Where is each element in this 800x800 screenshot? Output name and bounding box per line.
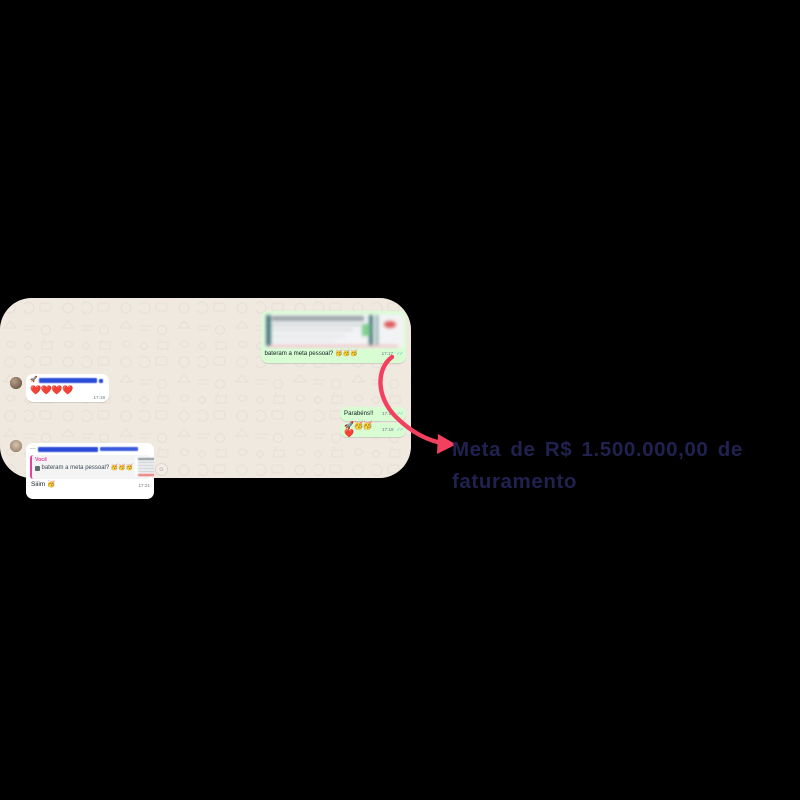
forwarded-dash: —: [30, 446, 36, 452]
reply-text-row: Siiim 🥳 17:21: [26, 479, 154, 491]
forwarded-sender-header: —: [26, 443, 154, 454]
avatar-contact-1: [10, 377, 22, 389]
message-timestamp: 17:18: [382, 427, 394, 433]
message-bubble-emoji[interactable]: 🚀🥳🥳❤️ 17:18 ✓✓: [340, 421, 406, 438]
redacted-sender-phone: [99, 447, 138, 452]
quoted-thumbnail: [135, 456, 154, 476]
message-bubble-forwarded-reply[interactable]: — Você bateram a meta pessoal? 🥳🥳🥳 Siiim…: [26, 443, 154, 499]
message-timestamp: 17:18: [93, 394, 106, 400]
attachment-image-blurred[interactable]: [263, 313, 404, 348]
message-timestamp: 17:21: [138, 483, 151, 489]
photo-icon: [35, 466, 40, 472]
read-receipt-icon: ✓✓: [396, 426, 404, 433]
redacted-text-row: 🚀: [30, 377, 105, 385]
quoted-message[interactable]: Você bateram a meta pessoal? 🥳🥳🥳: [30, 454, 154, 479]
message-text: Siiim 🥳: [31, 480, 56, 488]
redacted-name-bar: [39, 378, 98, 384]
read-receipt-icon: ✓✓: [396, 350, 403, 357]
read-receipt-icon: ✓✓: [396, 411, 404, 418]
message-text: Parabéns!!: [344, 410, 374, 418]
message-timestamp: 17:17: [381, 351, 394, 357]
quoted-text: bateram a meta pessoal? 🥳🥳🥳: [41, 464, 134, 471]
avatar-contact-2: [10, 440, 22, 452]
quoted-text-row: bateram a meta pessoal? 🥳🥳🥳: [35, 465, 133, 473]
message-bubble-hearts[interactable]: 🚀 ❤️❤️❤️❤️ 17:18: [26, 374, 109, 402]
reaction-button[interactable]: ☺: [155, 463, 168, 476]
message-timestamp: 17:18: [382, 411, 394, 417]
hearts-meta-row: 17:18: [30, 394, 106, 401]
annotation-text: Meta de R$ 1.500.000,00 de faturamento: [452, 438, 743, 493]
smiley-icon: ☺: [158, 466, 165, 473]
redacted-sender-name: [37, 446, 98, 452]
redacted-name-bar-tail: [99, 378, 104, 383]
quoted-author: Você: [35, 456, 48, 463]
emoji-row: 🚀🥳🥳❤️: [344, 421, 373, 438]
attachment-caption-row: bateram a meta pessoal? 🥳🥳🥳 17:17 ✓✓: [264, 348, 404, 358]
message-bubble-attachment[interactable]: bateram a meta pessoal? 🥳🥳🥳 17:17 ✓✓: [261, 311, 406, 363]
message-text: bateram a meta pessoal? 🥳🥳🥳: [264, 349, 358, 357]
annotation-arrow: [378, 354, 456, 454]
heart-emoji-row: ❤️❤️❤️❤️: [30, 384, 73, 395]
rocket-icon: 🚀: [30, 377, 38, 383]
